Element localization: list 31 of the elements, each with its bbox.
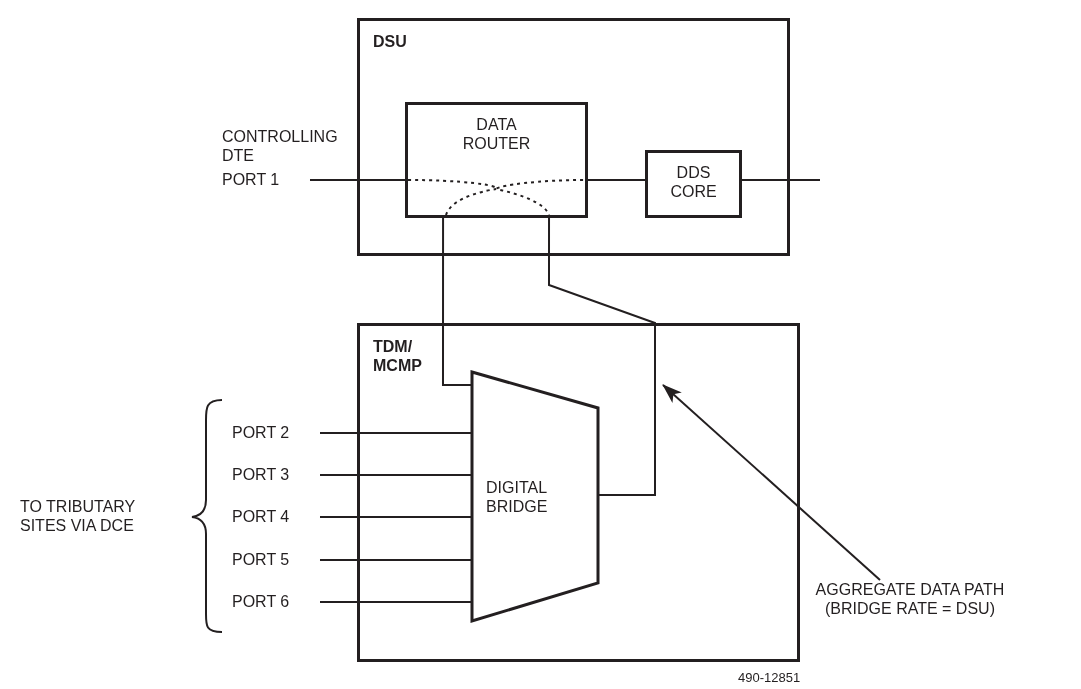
signal-line <box>319 432 473 434</box>
section-heading: TDM/ MCMP <box>373 337 423 375</box>
signal-line <box>319 474 473 477</box>
signal-line <box>548 217 656 496</box>
signal-line <box>741 179 821 181</box>
signal-line <box>319 515 473 518</box>
bridge-trapezoid <box>472 372 598 621</box>
dsu-box <box>357 18 790 256</box>
core-box <box>645 150 742 218</box>
signal-line <box>319 601 473 604</box>
signal-line <box>309 178 406 181</box>
leader-arrow <box>662 384 881 581</box>
block-label: DIGITAL BRIDGE <box>486 478 549 516</box>
group-label: TO TRIBUTARY SITES VIA DCE <box>20 497 136 535</box>
port-label: PORT 1 <box>222 170 281 189</box>
router-box <box>405 102 588 218</box>
block-label: DATA ROUTER <box>461 115 532 153</box>
port-label: PORT 3 <box>232 465 291 484</box>
signal-line <box>319 559 473 561</box>
figure-number: 490-12851 <box>738 669 802 687</box>
port-label: PORT 4 <box>232 507 291 526</box>
callout-text: AGGREGATE DATA PATH (BRIDGE RATE = DSU) <box>814 580 1006 618</box>
signal-line <box>587 178 646 181</box>
signal-line <box>442 217 473 386</box>
multiplexer-box <box>357 323 800 662</box>
port-label: PORT 2 <box>232 423 291 442</box>
port-label: PORT 6 <box>232 592 291 611</box>
section-heading: DSU <box>373 32 408 51</box>
terminal-label: CONTROLLING DTE <box>222 127 339 165</box>
block-label: DDS CORE <box>669 163 718 201</box>
port-label: PORT 5 <box>232 550 291 569</box>
